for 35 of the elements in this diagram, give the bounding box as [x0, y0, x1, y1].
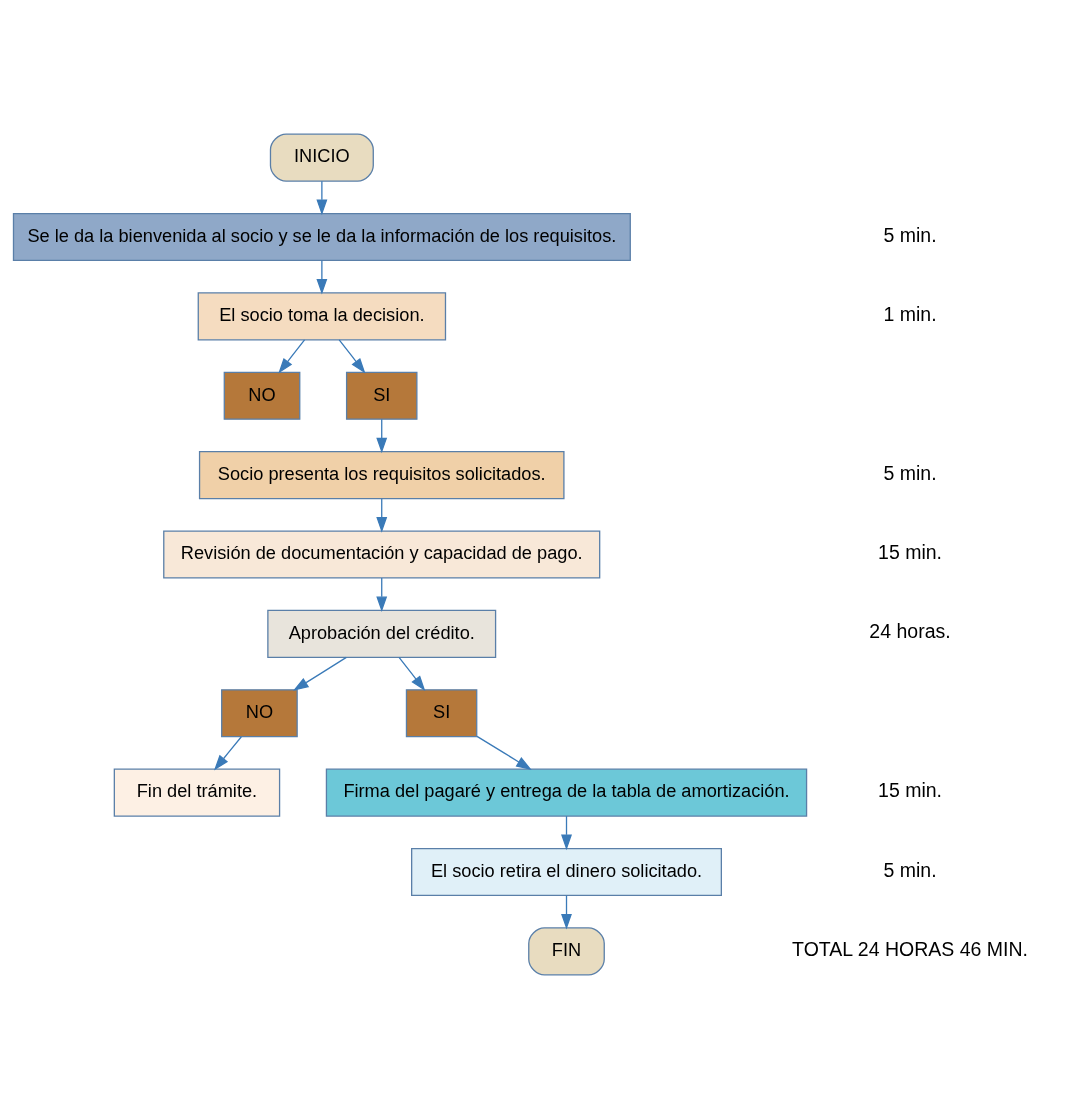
- arrow: [316, 259, 328, 295]
- arrow: [376, 418, 388, 453]
- arrow: [213, 735, 242, 770]
- arrow: [398, 656, 426, 691]
- node-box: El socio toma la decision.: [197, 291, 447, 340]
- arrow: [376, 576, 388, 612]
- node-box: NO: [223, 371, 301, 420]
- label: 5 min.: [883, 223, 937, 246]
- node-box: El socio retira el dinero solicitado.: [411, 847, 722, 896]
- arrow: [376, 497, 388, 533]
- node-box: Fin del trámite.: [113, 768, 281, 817]
- arrow: [293, 656, 347, 691]
- node-box: Socio presenta los requisitos solicitados.: [198, 450, 565, 499]
- label: 5 min.: [883, 858, 937, 881]
- node-box: Aprobación del crédito.: [267, 609, 497, 658]
- label: 15 min.: [878, 540, 943, 563]
- arrow: [316, 180, 328, 215]
- node-box: SI: [405, 688, 478, 737]
- label: TOTAL 24 HORAS 46 MIN.: [792, 937, 1028, 960]
- arrow: [561, 815, 572, 850]
- arrow: [561, 894, 572, 930]
- arrow: [338, 338, 366, 374]
- node-box: NO: [221, 688, 298, 737]
- arrow: [278, 338, 306, 374]
- node-box: SI: [345, 371, 418, 420]
- arrow: [476, 735, 532, 770]
- node-box: Firma del pagaré y entrega de la tabla de amortización.: [325, 768, 808, 817]
- node-box: Se le da la bienvenida al socio y se le da la información de los requisitos.: [12, 212, 631, 261]
- node-box: Revisión de documentación y capacidad de pago.: [163, 529, 601, 579]
- label: 15 min.: [878, 778, 943, 801]
- node-box: INICIO: [269, 133, 374, 182]
- label: 1 min.: [883, 302, 937, 325]
- label: 5 min.: [883, 461, 937, 484]
- node-box: FIN: [528, 926, 605, 975]
- label: 24 horas.: [869, 619, 951, 642]
